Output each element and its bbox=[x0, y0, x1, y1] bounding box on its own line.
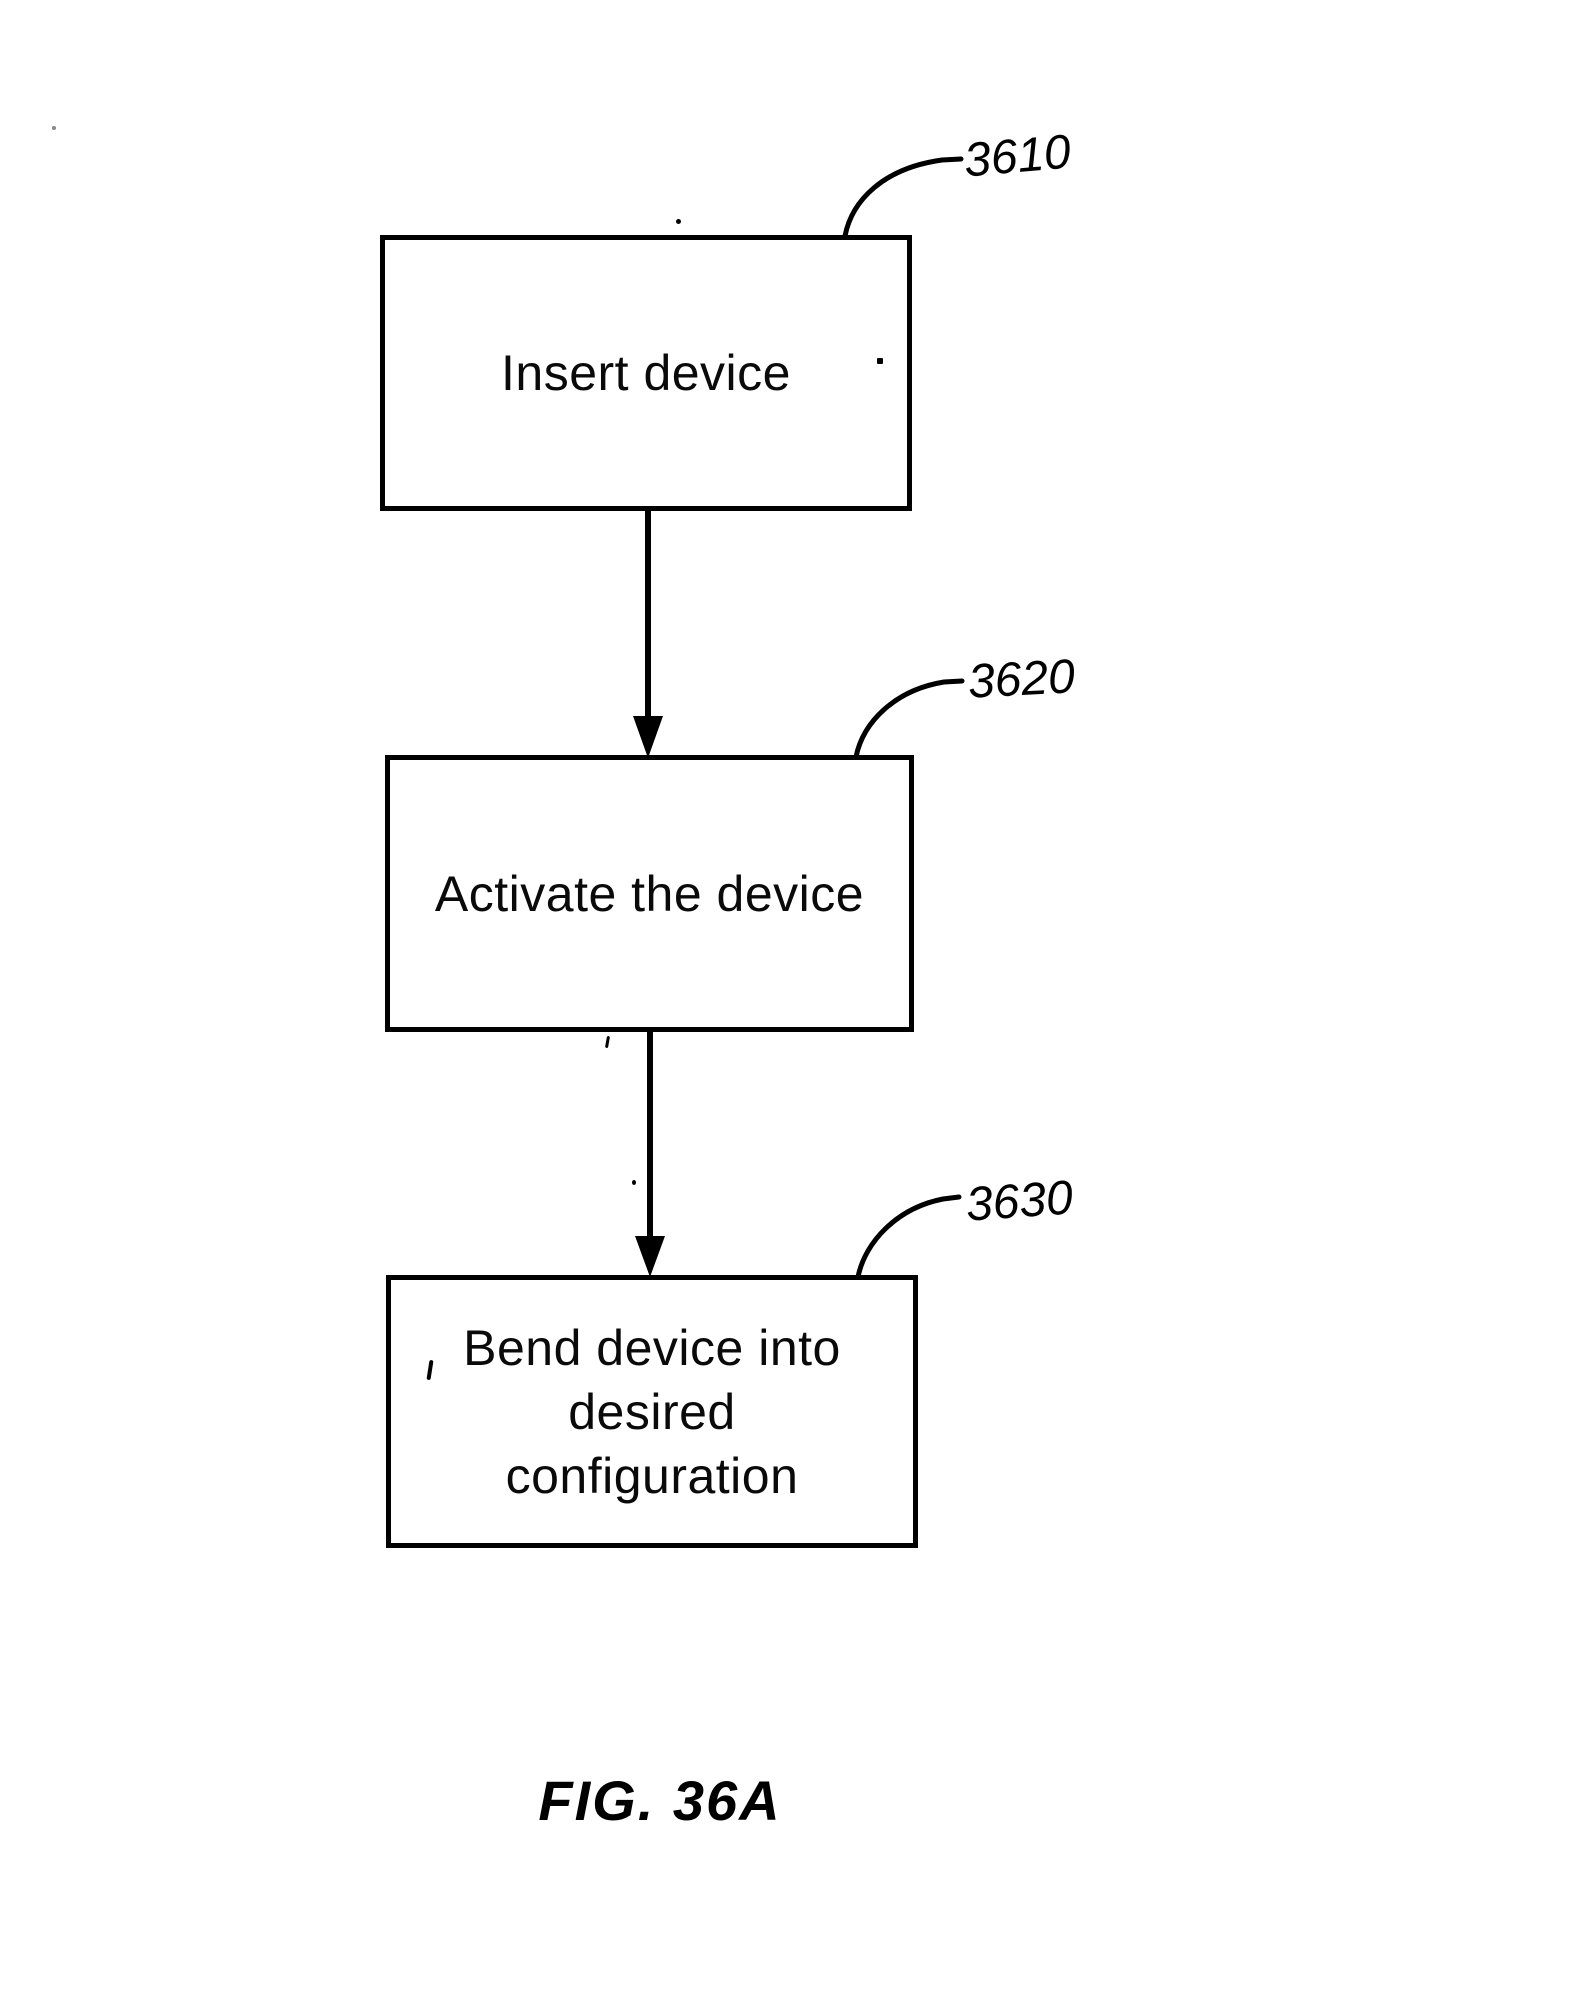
leader-line-3630 bbox=[855, 1194, 962, 1280]
flow-step-activate-device: Activate the device bbox=[385, 755, 914, 1032]
scan-speck bbox=[877, 358, 883, 364]
flow-step-activate-device-label: Activate the device bbox=[434, 865, 865, 922]
flow-step-bend-device: Bend device into desired configuration bbox=[386, 1275, 918, 1548]
leader-line-3620 bbox=[853, 678, 965, 760]
flow-step-insert-device-label: Insert device bbox=[501, 345, 791, 401]
flow-arrow-1-head bbox=[633, 716, 663, 758]
flow-step-bend-device-label: Bend device into desired configuration bbox=[463, 1319, 841, 1504]
scan-speck bbox=[676, 219, 681, 224]
flow-step-insert-device: Insert device bbox=[380, 235, 912, 511]
ref-number-3630: 3630 bbox=[964, 1171, 1075, 1232]
scan-speck bbox=[632, 1180, 636, 1185]
figure-caption: FIG. 36A bbox=[538, 1769, 782, 1832]
flow-arrow-2-head bbox=[635, 1236, 665, 1277]
ref-number-3620: 3620 bbox=[966, 650, 1077, 709]
scan-speck bbox=[52, 126, 56, 130]
ref-number-3610: 3610 bbox=[961, 125, 1073, 188]
leader-line-3610 bbox=[842, 156, 964, 239]
